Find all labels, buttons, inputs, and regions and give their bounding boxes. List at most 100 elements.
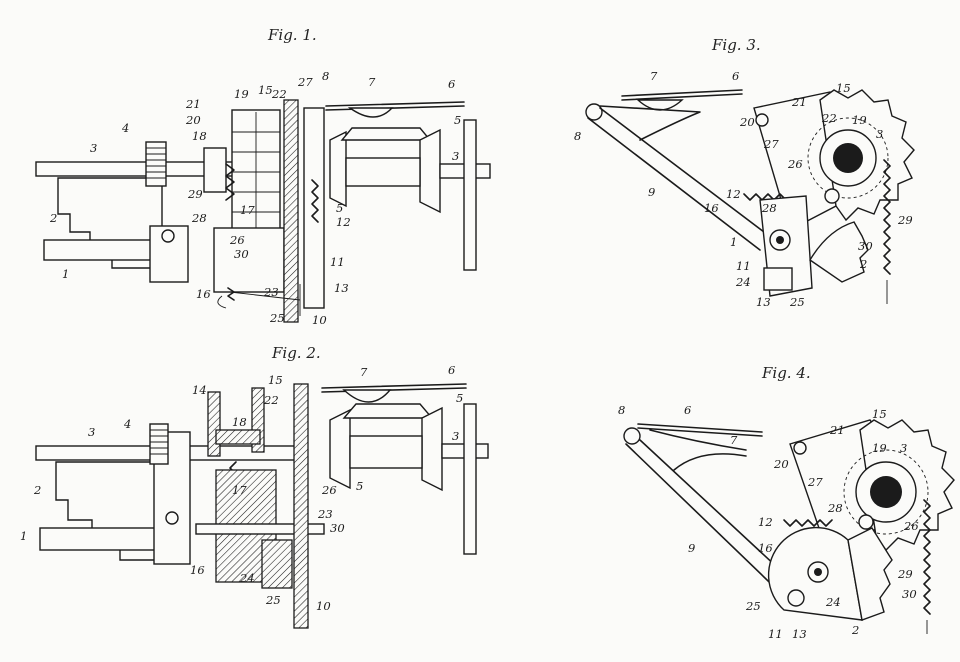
fig1-ref-label: 28 xyxy=(191,211,207,225)
fig1-set-screw xyxy=(161,229,175,243)
fig1-ref-label: 7 xyxy=(368,75,376,89)
fig2-ref-label: 25 xyxy=(265,593,281,607)
fig1-ref-label: 5 xyxy=(454,113,461,127)
figure-3: Fig. 3. 7 6 15 8 21 20 xyxy=(574,36,915,309)
fig4-roller-11 xyxy=(787,589,805,607)
fig3-ref-label: 11 xyxy=(736,259,751,273)
fig2-plate-14 xyxy=(207,391,221,457)
fig3-ref-label: 12 xyxy=(726,187,741,201)
fig1-ref-label: 15 xyxy=(258,83,273,97)
fig2-lever-6 xyxy=(321,383,467,393)
fig3-arm-9 xyxy=(587,107,773,251)
fig2-ref-label: 30 xyxy=(330,521,345,535)
fig4-ref-label: 15 xyxy=(872,407,887,421)
fig2-ref-label: 1 xyxy=(20,529,27,543)
fig3-pawl-pin xyxy=(824,188,840,204)
fig4-shaft-3 xyxy=(870,476,902,508)
fig3-ref-label: 8 xyxy=(574,129,581,143)
fig3-pin-20 xyxy=(755,113,769,127)
fig4-gear-2 xyxy=(847,527,893,621)
fig4-ref-label: 8 xyxy=(618,403,625,417)
fig1-ref-label: 19 xyxy=(234,87,249,101)
fig1-ref-label: 23 xyxy=(263,285,279,299)
fig1-ref-label: 26 xyxy=(229,233,245,247)
fig1-plate-8 xyxy=(303,107,325,309)
fig2-handwheel xyxy=(463,403,477,555)
fig2-ref-label: 3 xyxy=(452,429,459,443)
fig3-gear-2 xyxy=(809,221,869,283)
fig4-ref-label: 13 xyxy=(792,627,807,641)
fig2-ref-label: 17 xyxy=(232,483,247,497)
fig4-ref-label: 9 xyxy=(688,541,695,555)
fig2-ref-label: 5 xyxy=(456,391,463,405)
fig3-ref-label: 22 xyxy=(821,111,837,125)
figure-4: Fig. 4. 8 6 7 21 15 19 3 xyxy=(618,364,955,641)
fig2-ref-label: 14 xyxy=(192,383,207,397)
fig2-plate-10 xyxy=(293,383,309,629)
fig1-ref-label: 17 xyxy=(240,203,255,217)
figure-3-reference-numerals: 7 6 15 8 21 20 22 19 3 27 26 9 12 28 16 … xyxy=(574,69,913,309)
figure-3-title: Fig. 3. xyxy=(711,36,761,54)
fig2-bevel-gear-5a xyxy=(329,408,351,490)
fig1-arm-7 xyxy=(347,107,394,118)
fig3-ref-label: 30 xyxy=(858,239,873,253)
fig3-ref-label: 1 xyxy=(730,235,737,249)
fig2-sleeve xyxy=(349,435,423,469)
fig2-bevel-gear-5b xyxy=(342,403,434,419)
fig4-spring-12 xyxy=(783,519,833,527)
fig1-block-16 xyxy=(213,227,285,293)
fig1-ref-label: 6 xyxy=(448,77,455,91)
fig2-ref-label: 10 xyxy=(316,599,331,613)
fig2-bar-18 xyxy=(215,429,261,445)
fig2-ref-label: 4 xyxy=(123,417,131,431)
fig2-ref-label: 7 xyxy=(360,365,368,379)
fig3-ref-label: 13 xyxy=(756,295,771,309)
fig1-bevel-gear-5a xyxy=(329,130,347,208)
fig1-ref-label: 30 xyxy=(234,247,249,261)
fig3-shaft-3 xyxy=(833,143,863,173)
fig1-sleeve xyxy=(345,157,421,187)
fig2-bracket-24 xyxy=(261,539,293,589)
fig4-spring-29 xyxy=(923,499,931,615)
fig4-ref-label: 16 xyxy=(758,541,773,555)
fig1-ref-label: 8 xyxy=(322,69,329,83)
fig1-ref-label: 2 xyxy=(49,211,57,225)
fig3-ref-label: 16 xyxy=(704,201,719,215)
figure-1-reference-numerals: 3 4 21 20 19 18 15 22 27 8 7 6 5 3 29 17… xyxy=(49,69,461,327)
fig1-bevel-gear-5b xyxy=(340,127,432,141)
fig4-ref-label: 21 xyxy=(829,423,845,437)
fig1-ref-label: 5 xyxy=(336,201,343,215)
fig4-pawl-pin xyxy=(858,514,874,530)
fig3-ref-label: 20 xyxy=(739,115,755,129)
fig2-ref-label: 18 xyxy=(232,415,247,429)
fig3-ref-label: 29 xyxy=(897,213,913,227)
fig1-handwheel xyxy=(463,119,477,271)
fig1-bevel-gear-5c xyxy=(419,128,441,214)
fig4-ref-label: 20 xyxy=(773,457,789,471)
fig4-ref-label: 12 xyxy=(758,515,773,529)
fig4-ref-label: 27 xyxy=(807,475,823,489)
fig1-ref-label: 25 xyxy=(269,311,285,325)
figure-2-title: Fig. 2. xyxy=(271,344,321,362)
fig2-ref-label: 6 xyxy=(448,363,455,377)
fig2-ref-label: 23 xyxy=(317,507,333,521)
fig3-spring-12 xyxy=(743,193,787,201)
fig1-spring-17 xyxy=(225,163,235,201)
fig2-ref-label: 24 xyxy=(239,571,255,585)
fig3-upper-link xyxy=(599,105,701,141)
fig4-pin-20 xyxy=(793,441,807,455)
figure-4-reference-numerals: 8 6 7 21 15 19 3 20 27 12 28 26 9 16 29 … xyxy=(618,403,919,641)
fig4-ref-label: 28 xyxy=(827,501,843,515)
fig4-ref-label: 7 xyxy=(730,433,738,447)
fig4-ref-label: 2 xyxy=(851,623,859,637)
fig3-pivot-8 xyxy=(585,103,603,121)
fig4-ref-label: 3 xyxy=(900,441,907,455)
fig4-ref-label: 26 xyxy=(903,519,919,533)
fig1-ref-label: 1 xyxy=(62,267,69,281)
fig4-arm-7 xyxy=(649,429,747,471)
fig3-ref-label: 6 xyxy=(732,69,739,83)
fig2-ref-label: 2 xyxy=(33,483,41,497)
fig1-spring-12 xyxy=(311,179,319,223)
